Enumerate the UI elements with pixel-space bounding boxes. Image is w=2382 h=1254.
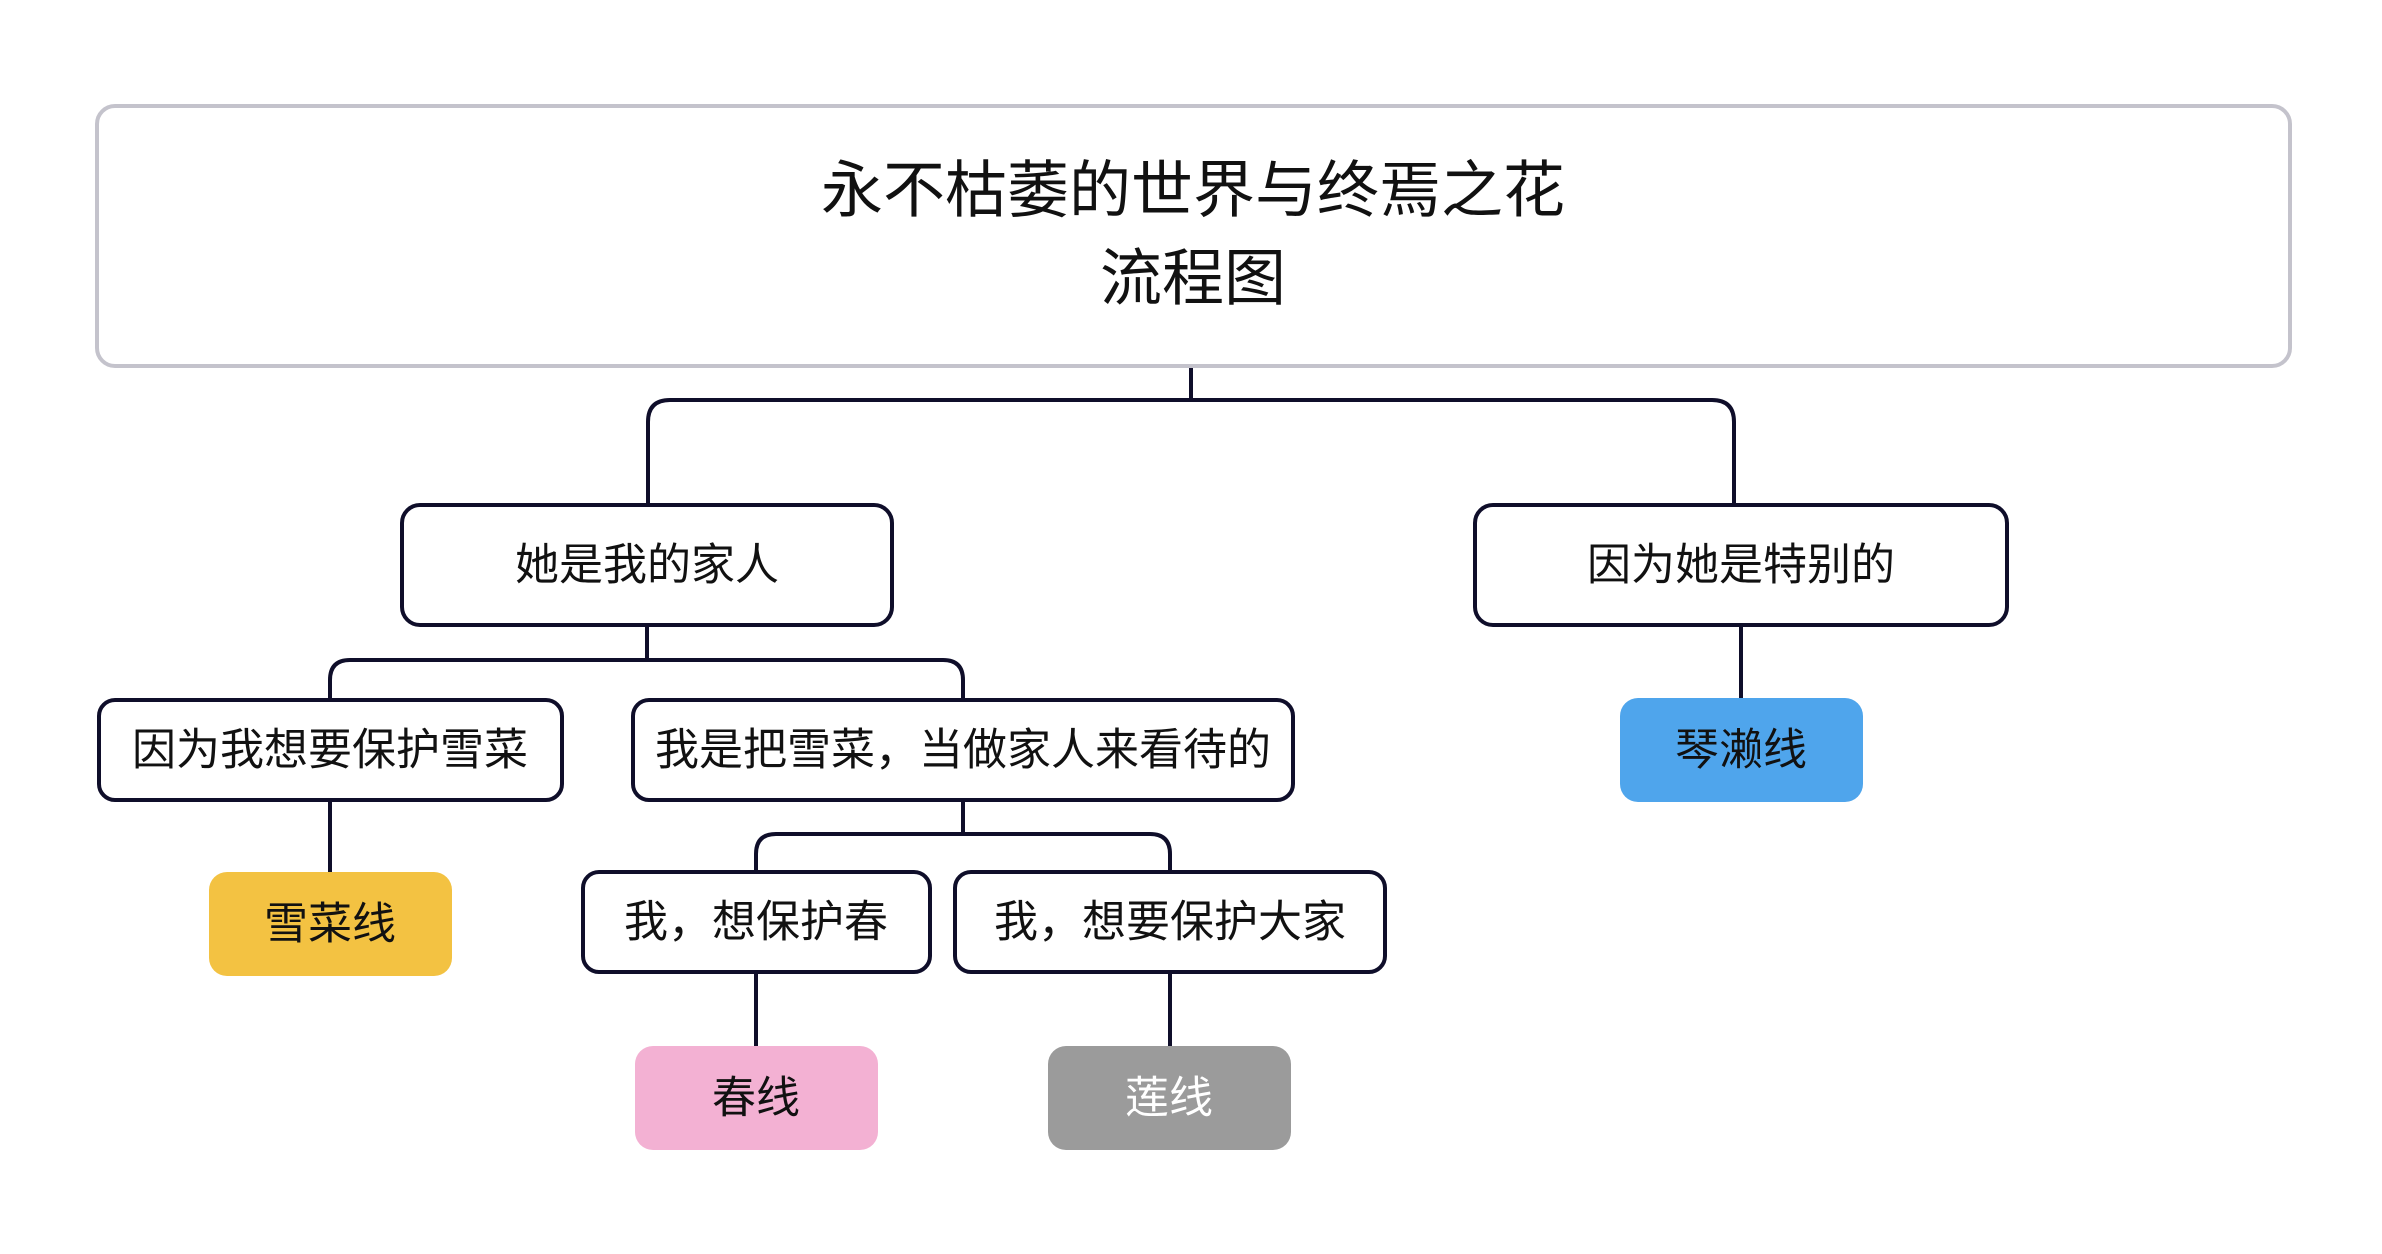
route-haru-label: 春线 [712, 1073, 800, 1124]
root-node: 永不枯萎的世界与终焉之花 流程图 [95, 104, 2292, 368]
diagram-title-line2: 流程图 [1100, 242, 1286, 315]
node-treat-yukina-label: 我是把雪菜，当做家人来看待的 [655, 725, 1271, 776]
route-kotose-label: 琴濑线 [1675, 725, 1807, 776]
node-special: 因为她是特别的 [1473, 503, 2009, 627]
node-protect-haru: 我，想保护春 [581, 870, 932, 974]
node-family: 她是我的家人 [400, 503, 894, 627]
node-treat-yukina: 我是把雪菜，当做家人来看待的 [631, 698, 1295, 802]
diagram-title-line1: 永不枯萎的世界与终焉之花 [821, 154, 1565, 227]
node-protect-haru-label: 我，想保护春 [624, 897, 888, 948]
edge-family-to-children [328, 625, 965, 700]
route-kotose: 琴濑线 [1620, 698, 1863, 802]
connectors [328, 366, 1743, 1046]
route-yukina: 雪菜线 [209, 872, 452, 976]
node-protect-all-label: 我，想要保护大家 [994, 897, 1346, 948]
node-protect-yukina-label: 因为我想要保护雪菜 [132, 725, 528, 776]
edge-treat-yukina-to-children [754, 800, 1172, 872]
node-protect-yukina: 因为我想要保护雪菜 [97, 698, 564, 802]
node-protect-all: 我，想要保护大家 [953, 870, 1387, 974]
route-haru: 春线 [635, 1046, 878, 1150]
route-ren: 莲线 [1048, 1046, 1291, 1150]
route-yukina-label: 雪菜线 [264, 899, 396, 950]
edge-root-to-children [646, 366, 1736, 505]
node-family-label: 她是我的家人 [515, 540, 779, 591]
node-special-label: 因为她是特别的 [1587, 540, 1895, 591]
route-ren-label: 莲线 [1125, 1073, 1213, 1124]
